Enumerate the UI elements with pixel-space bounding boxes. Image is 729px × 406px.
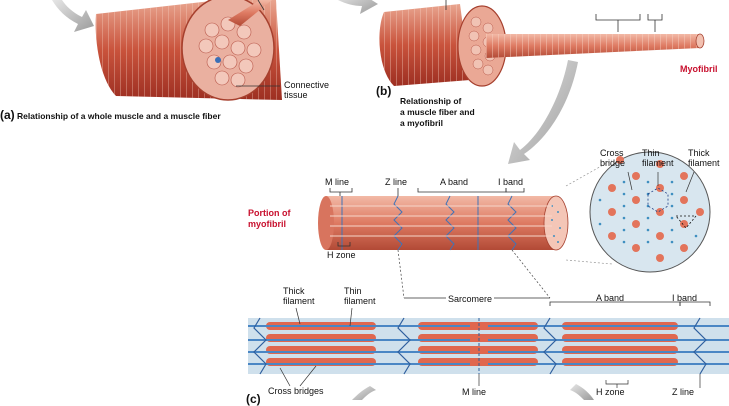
a-band-label-c: A band bbox=[440, 177, 469, 187]
flow-arrow-3 bbox=[508, 60, 578, 164]
z-line-label-c: Z line bbox=[385, 177, 408, 187]
i-band-label-c: I band bbox=[498, 177, 524, 187]
myofibril-portion-illustration bbox=[318, 151, 711, 273]
flow-arrow-4 bbox=[352, 384, 594, 400]
z-line-label-d: Z line bbox=[672, 387, 695, 397]
m-line-label-c: M line bbox=[325, 177, 350, 187]
whole-muscle-illustration bbox=[95, 0, 282, 101]
sarcomere-label: Sarcomere bbox=[446, 294, 495, 304]
caption-a: (a) Relationship of a whole muscle and a… bbox=[0, 108, 221, 122]
caption-b-letter: (b) bbox=[376, 84, 392, 98]
h-zone-label-c: H zone bbox=[327, 250, 356, 260]
connective-tissue-label: Connective tissue bbox=[284, 80, 330, 100]
myofibril-label: Myofibril bbox=[680, 64, 718, 74]
sarcomere-illustration bbox=[248, 297, 729, 388]
caption-a-letter: (a) bbox=[0, 108, 15, 122]
caption-b-text: Relationship of a muscle fiber and a myo… bbox=[400, 96, 475, 128]
h-zone-label-d: H zone bbox=[596, 387, 625, 397]
thin-filament-label-d: Thin filament bbox=[344, 286, 376, 306]
m-line-label-d: M line bbox=[462, 387, 487, 397]
portion-of-myofibril-label: Portion of myofibril bbox=[248, 208, 291, 229]
flow-arrow-1 bbox=[52, 0, 94, 32]
caption-b: (b) bbox=[376, 84, 392, 98]
caption-a-text: Relationship of a whole muscle and a mus… bbox=[17, 111, 221, 121]
cross-bridges-label-d: Cross bridges bbox=[268, 386, 324, 396]
thick-filament-label-c: Thick filament bbox=[688, 148, 720, 168]
i-band-label-d: I band bbox=[672, 293, 698, 303]
thick-filament-label-d: Thick filament bbox=[283, 286, 315, 306]
muscle-fiber-illustration bbox=[379, 0, 705, 87]
cross-bridge-label-c: Cross bridge bbox=[600, 148, 626, 168]
a-band-label-d: A band bbox=[596, 293, 625, 303]
thin-filament-label-c: Thin filament bbox=[642, 148, 674, 168]
flow-arrow-2 bbox=[338, 0, 378, 14]
